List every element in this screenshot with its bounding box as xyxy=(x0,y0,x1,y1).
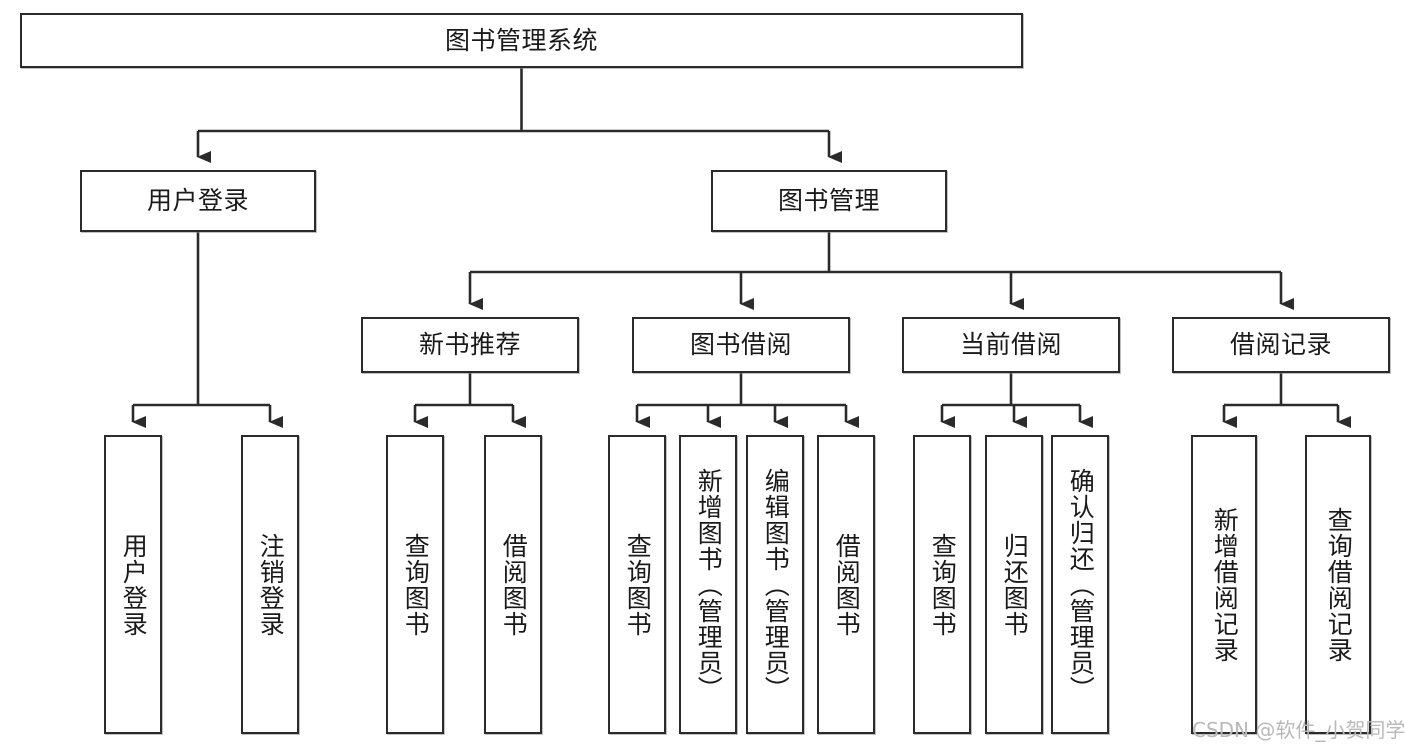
node-leaf-query-record-label: 查询借阅记录 xyxy=(1324,506,1354,663)
node-book-manage[interactable]: 图书管理 xyxy=(711,170,947,232)
node-leaf-logout-label: 注销登录 xyxy=(256,532,286,637)
node-leaf-query-book-2-label: 查询图书 xyxy=(623,532,653,637)
node-leaf-query-book-1[interactable]: 查询图书 xyxy=(386,435,444,734)
node-root[interactable]: 图书管理系统 xyxy=(20,13,1023,68)
node-leaf-return-book[interactable]: 归还图书 xyxy=(985,435,1043,734)
node-new-book-rec-label: 新书推荐 xyxy=(418,330,521,359)
node-borrow-record-label: 借阅记录 xyxy=(1229,330,1332,359)
node-leaf-add-record-label: 新增借阅记录 xyxy=(1210,506,1240,663)
node-user-login[interactable]: 用户登录 xyxy=(80,170,316,232)
node-leaf-edit-book[interactable]: 编辑图书（管理员） xyxy=(746,435,804,734)
node-leaf-borrow-book-1[interactable]: 借阅图书 xyxy=(484,435,542,734)
node-leaf-query-book-3-label: 查询图书 xyxy=(928,532,958,637)
node-user-login-label: 用户登录 xyxy=(146,186,249,215)
node-current-borrow[interactable]: 当前借阅 xyxy=(902,317,1120,373)
node-leaf-return-book-label: 归还图书 xyxy=(1000,532,1030,637)
node-leaf-edit-book-label: 编辑图书（管理员） xyxy=(761,467,791,702)
node-leaf-query-book-2[interactable]: 查询图书 xyxy=(608,435,666,734)
node-root-label: 图书管理系统 xyxy=(444,25,598,55)
node-leaf-borrow-book-2-label: 借阅图书 xyxy=(832,532,862,637)
node-leaf-query-book-3[interactable]: 查询图书 xyxy=(913,435,971,734)
node-leaf-query-book-1-label: 查询图书 xyxy=(401,532,431,637)
node-book-manage-label: 图书管理 xyxy=(777,186,880,215)
node-leaf-add-book-label: 新增图书（管理员） xyxy=(694,467,724,702)
node-leaf-add-record[interactable]: 新增借阅记录 xyxy=(1191,435,1257,734)
node-leaf-borrow-book-2[interactable]: 借阅图书 xyxy=(817,435,875,734)
node-leaf-query-record[interactable]: 查询借阅记录 xyxy=(1305,435,1371,734)
node-leaf-user-login-label: 用户登录 xyxy=(119,532,149,637)
node-book-borrow[interactable]: 图书借阅 xyxy=(632,317,850,373)
node-leaf-logout[interactable]: 注销登录 xyxy=(241,435,299,734)
node-current-borrow-label: 当前借阅 xyxy=(959,330,1062,359)
node-borrow-record[interactable]: 借阅记录 xyxy=(1172,317,1390,373)
node-book-borrow-label: 图书借阅 xyxy=(689,330,792,359)
csdn-watermark: CSDN @软件_小贺同学 xyxy=(1192,718,1405,742)
node-leaf-user-login[interactable]: 用户登录 xyxy=(104,435,162,734)
node-leaf-borrow-book-1-label: 借阅图书 xyxy=(499,532,529,637)
node-new-book-rec[interactable]: 新书推荐 xyxy=(361,317,579,373)
node-leaf-confirm-return[interactable]: 确认归还（管理员） xyxy=(1051,435,1109,734)
node-leaf-confirm-return-label: 确认归还（管理员） xyxy=(1066,467,1096,702)
node-leaf-add-book[interactable]: 新增图书（管理员） xyxy=(679,435,737,734)
